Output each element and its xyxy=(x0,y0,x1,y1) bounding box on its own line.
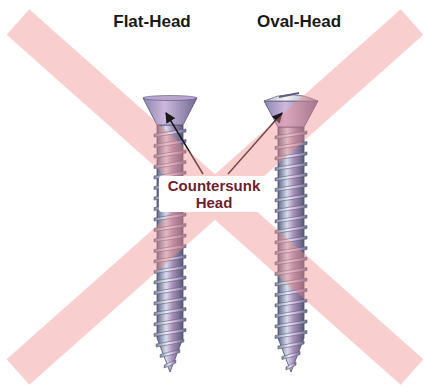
screw-thread xyxy=(154,287,186,295)
screw-thread xyxy=(154,329,186,337)
screw-thread xyxy=(275,205,307,213)
screw-thread xyxy=(282,352,300,360)
screw-thread xyxy=(160,350,180,358)
cross-out-mark xyxy=(18,22,412,372)
screw-thread xyxy=(278,341,304,349)
screw-thread xyxy=(275,310,307,318)
screw-type-title: Flat-Head xyxy=(113,12,190,32)
screw-slot xyxy=(279,93,299,97)
screw-thread xyxy=(286,362,296,370)
screw-type-title: Oval-Head xyxy=(257,12,341,32)
screw-thread xyxy=(275,184,307,192)
screw-thread xyxy=(156,339,184,347)
screw-thread xyxy=(275,173,307,181)
screw-thread xyxy=(275,163,307,171)
screw-thread xyxy=(164,360,176,368)
screw-thread xyxy=(275,331,307,339)
screw-thread xyxy=(275,320,307,328)
head-top xyxy=(143,96,197,101)
screw-thread xyxy=(154,276,186,284)
screw-thread xyxy=(154,318,186,326)
screw-thread xyxy=(154,297,186,305)
screw-thread xyxy=(275,215,307,223)
screw-thread xyxy=(275,194,307,202)
callout-label: Countersunk Head xyxy=(159,176,269,213)
screw-thread xyxy=(275,299,307,307)
screw-thread xyxy=(154,308,186,316)
